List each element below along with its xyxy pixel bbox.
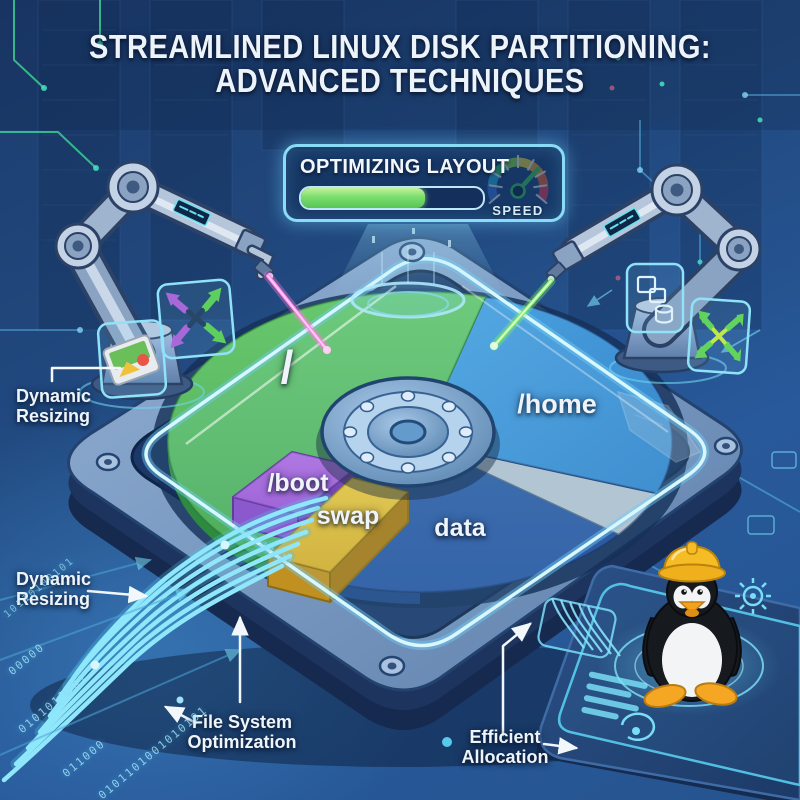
page-title-line1: STREAMLINED LINUX DISK PARTITIONING: [89, 28, 711, 65]
partition-label-swap: swap [316, 502, 380, 530]
robot-arm-right [545, 163, 762, 384]
arrow-efficient-allocation-up [501, 622, 532, 737]
arrow-efficient-allocation-right [542, 737, 579, 755]
panel-expand-arrows [686, 297, 752, 375]
partition-label-home: /home [517, 389, 597, 419]
data-stream-ribbons [0, 492, 332, 783]
spindle-hub [316, 376, 500, 500]
cyan-node-dot [442, 737, 452, 747]
optimizing-layout-label: OPTIMIZING LAYOUT [300, 156, 510, 178]
progress-fill [301, 188, 425, 208]
tux-penguin [597, 541, 781, 716]
arrow-dynamic-resizing-left [86, 585, 149, 604]
server-rack-background [0, 0, 800, 331]
panel-image-icon [96, 319, 168, 399]
leader-dynamic-resizing-top [50, 366, 122, 383]
progress-bar [299, 186, 485, 210]
panel-resize-arrows [156, 278, 236, 360]
tablet-sync-icon [620, 712, 656, 741]
callout-file-system-optimization: File System Optimization [187, 712, 297, 752]
partition-label-root: / [280, 341, 294, 393]
page-title-line2: ADVANCED TECHNIQUES [215, 62, 585, 99]
partition-diagram-icon [636, 275, 674, 324]
optimizing-status-panel: OPTIMIZING LAYOUT [283, 144, 565, 222]
partition-label-boot: /boot [267, 469, 329, 497]
callout-dynamic-resizing-top: Dynamic Resizing [16, 386, 92, 426]
arm-display-screen [603, 207, 642, 238]
arm-display-screen [172, 198, 211, 227]
gear-icon [735, 578, 771, 614]
partition-swap-slab [267, 477, 409, 603]
partition-label-data: data [434, 514, 486, 542]
callout-arrows [50, 366, 579, 755]
hologram-projection [332, 224, 505, 319]
arrow-file-system-diagonal [163, 705, 198, 725]
speed-gauge-label: SPEED [492, 203, 544, 218]
callout-dynamic-resizing-left: Dynamic Resizing [16, 569, 92, 609]
tux-feet [643, 682, 738, 708]
laser-beam-green [489, 276, 556, 351]
panel-storage-icon [625, 262, 685, 334]
hard-hat [658, 541, 726, 583]
callout-efficient-allocation: Efficient Allocation [461, 727, 549, 767]
laser-beam-pink [263, 271, 332, 355]
